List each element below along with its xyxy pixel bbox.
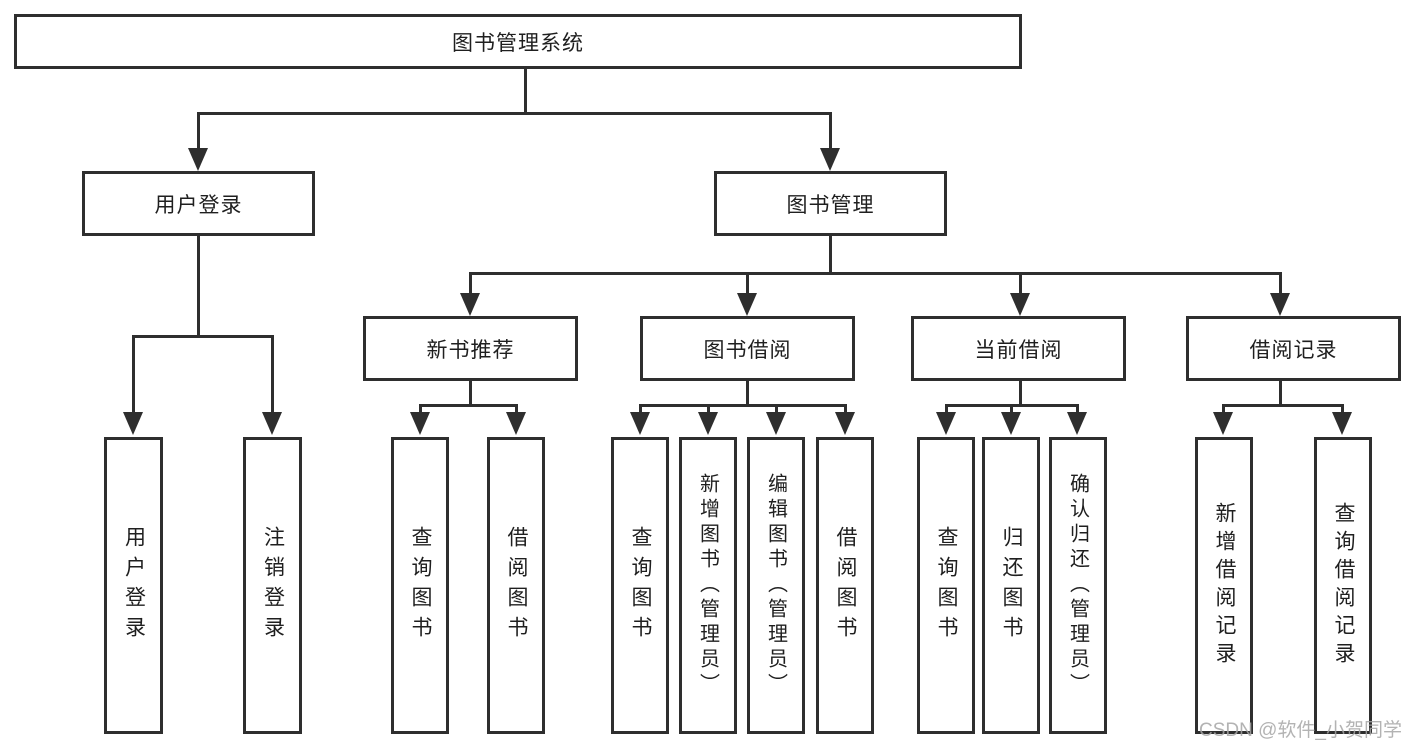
arrowhead-down-icon (820, 148, 840, 171)
leaf-return-book: 归还图书 (982, 437, 1040, 734)
leaf-edit-book-admin-label: 编辑图书（管理员） (764, 473, 787, 698)
leaf-add-borrow-record: 新增借阅记录 (1195, 437, 1253, 734)
connector-leaf-drop (639, 404, 642, 416)
leaf-query-books-borrow: 查询图书 (611, 437, 669, 734)
leaf-query-books-borrow-label: 查询图书 (629, 525, 652, 646)
leaf-query-books-current: 查询图书 (917, 437, 975, 734)
arrowhead-down-icon (630, 412, 650, 435)
arrowhead-down-icon (262, 412, 282, 435)
arrowhead-down-icon (1270, 293, 1290, 316)
leaf-add-book-admin: 新增图书（管理员） (679, 437, 737, 734)
connector-to-leaf-user-login (132, 335, 135, 413)
arrowhead-down-icon (123, 412, 143, 435)
connector-book-management-rail (469, 272, 1282, 275)
arrowhead-down-icon (1067, 412, 1087, 435)
leaf-query-books-recommend-label: 查询图书 (409, 525, 432, 646)
arrowhead-down-icon (506, 412, 526, 435)
leaf-query-borrow-record: 查询借阅记录 (1314, 437, 1372, 734)
node-library-system: 图书管理系统 (14, 14, 1022, 69)
leaf-query-borrow-record-label: 查询借阅记录 (1332, 501, 1355, 670)
node-current-borrow-label: 当前借阅 (974, 338, 1063, 362)
connector-book-management-stem (829, 236, 832, 275)
node-new-book-recommend: 新书推荐 (363, 316, 578, 381)
leaf-return-book-label: 归还图书 (1000, 525, 1023, 646)
node-user-login: 用户登录 (82, 171, 315, 236)
connector-root-stem (524, 68, 527, 113)
leaf-borrow-books-label: 借阅图书 (834, 525, 857, 646)
leaf-logout-label: 注销登录 (261, 525, 285, 646)
leaf-confirm-return-admin-label: 确认归还（管理员） (1066, 473, 1089, 698)
leaf-borrow-books: 借阅图书 (816, 437, 874, 734)
node-book-borrow: 图书借阅 (640, 316, 855, 381)
connector-new-book-recommend-stem (469, 381, 472, 407)
node-library-system-label: 图书管理系统 (452, 31, 584, 55)
connector-leaf-drop (1222, 404, 1225, 416)
node-book-management: 图书管理 (714, 171, 947, 236)
connector-to-new-book-recommend (469, 272, 472, 296)
connector-to-book-borrow (746, 272, 749, 296)
connector-leaf-drop (707, 404, 710, 416)
connector-leaf-drop (419, 404, 422, 416)
connector-leaf-drop (1341, 404, 1344, 416)
node-user-login-label: 用户登录 (154, 193, 243, 217)
connector-book-borrow-rail (639, 404, 846, 407)
arrowhead-down-icon (1010, 293, 1030, 316)
leaf-add-borrow-record-label: 新增借阅记录 (1213, 501, 1236, 670)
connector-to-current-borrow (1019, 272, 1022, 296)
leaf-borrow-books-recommend: 借阅图书 (487, 437, 545, 734)
arrowhead-down-icon (737, 293, 757, 316)
connector-leaf-drop (945, 404, 948, 416)
arrowhead-down-icon (410, 412, 430, 435)
node-borrow-records: 借阅记录 (1186, 316, 1401, 381)
watermark: CSDN @软件_小贺同学 (1199, 720, 1402, 741)
connector-leaf-drop (1076, 404, 1079, 416)
connector-to-leaf-logout (271, 335, 274, 413)
connector-new-book-recommend-rail (419, 404, 518, 407)
arrowhead-down-icon (460, 293, 480, 316)
arrowhead-down-icon (698, 412, 718, 435)
node-current-borrow: 当前借阅 (911, 316, 1126, 381)
arrowhead-down-icon (1213, 412, 1233, 435)
leaf-user-login: 用户登录 (104, 437, 163, 734)
connector-to-borrow-records (1279, 272, 1282, 296)
connector-user-login-rail (132, 335, 274, 338)
arrowhead-down-icon (766, 412, 786, 435)
node-book-borrow-label: 图书借阅 (703, 338, 792, 362)
arrowhead-down-icon (1332, 412, 1352, 435)
leaf-query-books-recommend: 查询图书 (391, 437, 449, 734)
connector-leaf-drop (775, 404, 778, 416)
connector-to-book-management (829, 112, 832, 150)
arrowhead-down-icon (835, 412, 855, 435)
node-borrow-records-label: 借阅记录 (1249, 338, 1338, 362)
connector-current-borrow-stem (1019, 381, 1022, 407)
leaf-edit-book-admin: 编辑图书（管理员） (747, 437, 805, 734)
connector-leaf-drop (1010, 404, 1013, 416)
arrowhead-down-icon (188, 148, 208, 171)
arrowhead-down-icon (1001, 412, 1021, 435)
connector-leaf-drop (844, 404, 847, 416)
leaf-add-book-admin-label: 新增图书（管理员） (696, 473, 719, 698)
connector-leaf-drop (515, 404, 518, 416)
connector-book-borrow-stem (746, 381, 749, 407)
connector-to-user-login (197, 112, 200, 150)
leaf-logout: 注销登录 (243, 437, 302, 734)
connector-root-rail (197, 112, 832, 115)
node-new-book-recommend-label: 新书推荐 (426, 338, 515, 362)
leaf-user-login-label: 用户登录 (122, 525, 146, 646)
connector-borrow-records-rail (1222, 404, 1344, 407)
leaf-query-books-current-label: 查询图书 (935, 525, 958, 646)
node-book-management-label: 图书管理 (786, 193, 875, 217)
leaf-confirm-return-admin: 确认归还（管理员） (1049, 437, 1107, 734)
leaf-borrow-books-recommend-label: 借阅图书 (505, 525, 528, 646)
connector-user-login-stem (197, 236, 200, 338)
arrowhead-down-icon (936, 412, 956, 435)
connector-borrow-records-stem (1279, 381, 1282, 407)
